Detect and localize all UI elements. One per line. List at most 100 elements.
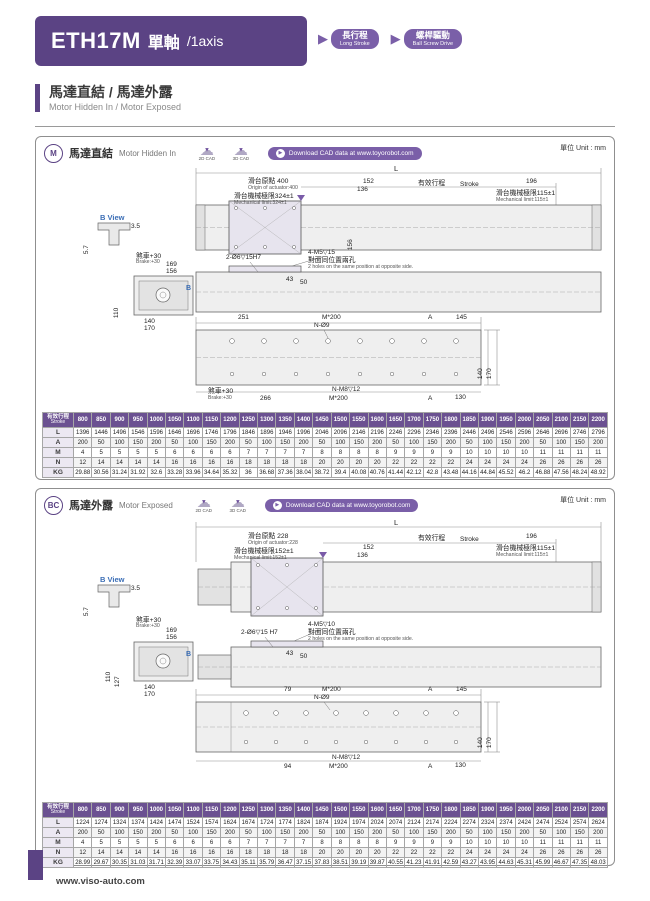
table-cell: 16 xyxy=(165,457,185,469)
cad-3d-label: 3D CAD xyxy=(229,508,247,513)
table-cell: 7 xyxy=(238,837,259,849)
dim-136: 136 xyxy=(357,552,368,559)
section-divider xyxy=(35,126,615,127)
table-cell: 45.52 xyxy=(496,467,516,479)
table-cell: 11 xyxy=(551,447,571,459)
dim-limit-left-en: Mechanical limit:152±1 xyxy=(234,555,287,561)
table-cell: 22 xyxy=(441,847,461,859)
table-cell: 2146 xyxy=(349,427,369,439)
table-cell: 20 xyxy=(330,847,351,859)
table-cell: 33.07 xyxy=(183,857,203,869)
dim-3-5: 3.5 xyxy=(131,585,141,592)
cad-2d-download[interactable]: ☁▼ 2D CAD xyxy=(194,143,220,161)
cad-2d-download[interactable]: ☁▼ 2D CAD xyxy=(191,495,217,513)
table-cell: 2224 xyxy=(441,817,461,829)
table-cell: 1946 xyxy=(275,427,295,439)
table-cell: 1696 xyxy=(183,427,203,439)
table-cell: 11 xyxy=(533,447,553,459)
table-cell: 31.24 xyxy=(109,467,130,479)
dim-170-right: 170 xyxy=(485,368,493,380)
dim-152: 152 xyxy=(363,544,374,551)
table-cell: 1724 xyxy=(257,817,277,829)
table-cell: 33.96 xyxy=(183,467,203,479)
table-cell: 24 xyxy=(477,457,498,469)
panel-header: M 馬達直結 Motor Hidden In ☁▼ 2D CAD ☁▼ 3D C… xyxy=(36,137,614,165)
dim-79: 79 xyxy=(284,686,292,693)
table-cell: 24 xyxy=(496,847,516,859)
dim-156: 156 xyxy=(166,268,177,275)
table-cell: 150 xyxy=(496,437,516,449)
table-cell: 34.43 xyxy=(220,857,240,869)
table-cell: 16 xyxy=(201,847,222,859)
stroke-header-cell: 1650 xyxy=(385,411,406,429)
cloud-download-icon: ☁▼ xyxy=(231,495,245,509)
stroke-header-cell: 800 xyxy=(72,801,93,819)
stroke-header-cell: 850 xyxy=(91,801,111,819)
table-cell: 1746 xyxy=(201,427,222,439)
table-cell: 100 xyxy=(257,437,277,449)
table-cell: 39.87 xyxy=(367,857,387,869)
table-cell: 37.15 xyxy=(293,857,314,869)
table-cell: 50 xyxy=(385,437,406,449)
section-title-zh: 馬達直結 / 馬達外露 xyxy=(49,84,173,100)
drawing-motor-exposed: L 滑台原點 228 Origin of actuator:228 滑台機械極限… xyxy=(36,517,614,799)
table-cell: 2496 xyxy=(477,427,498,439)
brake-note-zh: 煞車+30 xyxy=(136,253,162,260)
cad-3d-download[interactable]: ☁▼ 3D CAD xyxy=(225,495,251,513)
b-section-mark: B xyxy=(186,651,192,658)
panel-badge: M xyxy=(44,143,63,163)
stroke-header-cell: 1750 xyxy=(422,411,443,429)
play-icon: ▶ xyxy=(272,500,282,510)
download-cad-button[interactable]: ▶ Download CAD data at www.toyorobot.com xyxy=(267,146,422,160)
table-cell: 22 xyxy=(385,847,406,859)
table-cell: 10 xyxy=(514,447,535,459)
table-cell: 2596 xyxy=(514,427,535,439)
panel-title-en: Motor Exposed xyxy=(119,500,173,510)
dim-stroke-zh: 有效行程 xyxy=(418,180,446,187)
page-header: ETH17M 單軸 /1axis xyxy=(35,16,307,66)
table-cell: 14 xyxy=(146,847,167,859)
dim-130: 130 xyxy=(455,762,466,769)
down-arrow-icon: ▼ xyxy=(237,147,244,154)
table-cell: 8 xyxy=(312,837,332,849)
table-cell: 29.88 xyxy=(72,467,93,479)
panel-motor-exposed: BC 馬達外露 Motor Exposed ☁▼ 2D CAD ☁▼ 3D CA… xyxy=(35,488,615,869)
table-cell: 1874 xyxy=(312,817,332,829)
table-cell: 16 xyxy=(165,847,185,859)
dim-110: 110 xyxy=(104,671,112,683)
download-cad-button[interactable]: ▶ Download CAD data at www.toyorobot.com xyxy=(264,498,419,512)
table-cell: 100 xyxy=(257,827,277,839)
play-icon: ▶ xyxy=(275,148,285,158)
table-cell: 2524 xyxy=(551,817,571,829)
n-o9-note: N-Ø9 xyxy=(314,694,330,701)
table-cell: 50 xyxy=(312,437,332,449)
cad-3d-download[interactable]: ☁▼ 3D CAD xyxy=(228,143,254,161)
table-cell: 50 xyxy=(533,827,553,839)
cad-2d-label: 2D CAD xyxy=(195,508,213,513)
section-title: 馬達直結 / 馬達外露 Motor Hidden In / Motor Expo… xyxy=(35,84,624,112)
table-cell: 150 xyxy=(275,827,295,839)
table-cell: 36.47 xyxy=(275,857,295,869)
dim-limit-left-zh: 滑台機械極限324±1 xyxy=(234,193,294,200)
dim-170: 170 xyxy=(144,691,155,698)
table-cell: 2696 xyxy=(551,427,571,439)
table-cell: 5 xyxy=(109,447,130,459)
dim-169: 169 xyxy=(166,261,177,268)
dim-L: L xyxy=(394,164,399,173)
table-cell: 43.95 xyxy=(477,857,498,869)
dowel-holes-note: 2-Ø6▽15 H7 xyxy=(241,629,278,636)
table-cell: 5 xyxy=(128,837,148,849)
table-cell: 5 xyxy=(91,837,111,849)
dim-A-top: A xyxy=(428,314,433,321)
stroke-header-cell: 2100 xyxy=(551,801,571,819)
top-view xyxy=(197,552,602,617)
dim-50: 50 xyxy=(300,279,308,286)
table-cell: 200 xyxy=(220,827,240,839)
table-cell: 9 xyxy=(385,447,406,459)
table-cell: 40.76 xyxy=(367,467,387,479)
table-cell: 1624 xyxy=(220,817,240,829)
table-cell: 200 xyxy=(367,437,387,449)
